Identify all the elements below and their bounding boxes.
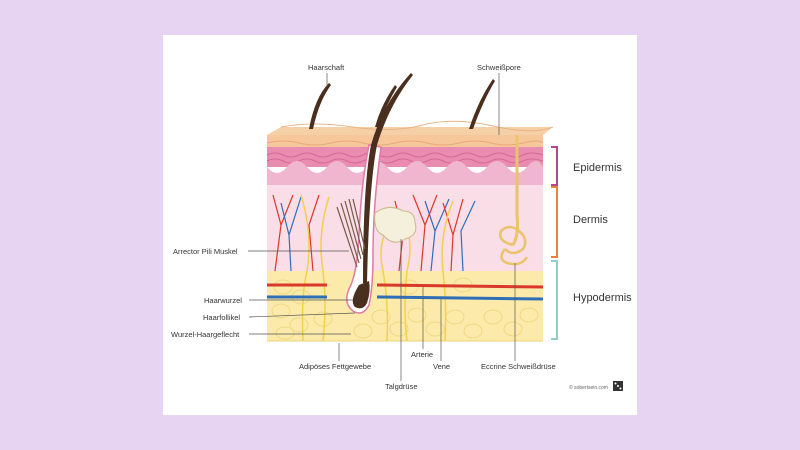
artery-right xyxy=(376,283,544,289)
label-sebaceous: Talgdrüse xyxy=(385,382,418,391)
vein-right xyxy=(376,295,544,301)
label-vein: Vene xyxy=(433,362,450,371)
dermis-bracket xyxy=(551,186,558,258)
nerves xyxy=(300,194,454,342)
hair-shaft-mid xyxy=(375,85,397,127)
surface-ridge xyxy=(280,120,554,132)
hair-shaft-right xyxy=(469,79,495,129)
epidermis-wave-1 xyxy=(266,140,544,146)
arrector-pili-muscle xyxy=(336,198,366,268)
epidermis-label: Epidermis xyxy=(573,162,622,174)
hair-shaft-left xyxy=(309,83,331,129)
hypodermis-bracket xyxy=(551,260,558,340)
label-sweat-pore: Schweißpore xyxy=(477,63,521,72)
credit-logo-dots xyxy=(614,382,622,390)
diagram-card: Epidermis Dermis Hypodermis Haarschaft S… xyxy=(163,35,637,415)
label-eccrine: Eccrine Schweißdrüse xyxy=(481,362,556,371)
eccrine-sweat-gland xyxy=(499,225,529,266)
label-root-plexus: Wurzel-Haargeflecht xyxy=(171,330,240,339)
dermal-papillae xyxy=(267,161,543,185)
label-hair-follicle: Haarfollikel xyxy=(203,313,240,322)
label-artery: Arterie xyxy=(411,350,433,359)
hair-shaft-main xyxy=(363,73,413,283)
skin-diagram: Epidermis Dermis Hypodermis Haarschaft S… xyxy=(171,63,632,391)
label-hair-root: Haarwurzel xyxy=(204,296,242,305)
epidermis-wave-2 xyxy=(266,152,544,158)
sebaceous-gland xyxy=(374,207,417,243)
epidermis-bracket xyxy=(551,146,558,186)
leader-hair-follicle xyxy=(248,312,356,318)
dermis-label: Dermis xyxy=(573,214,608,226)
hair-root xyxy=(352,281,370,309)
skin-surface xyxy=(267,127,553,135)
fat-cells xyxy=(271,277,539,340)
label-adipose: Adipöses Fettgewebe xyxy=(299,362,371,371)
label-hair-shaft: Haarschaft xyxy=(308,63,345,72)
credit-text: © sobertsein.com xyxy=(569,384,608,391)
hypodermis-label: Hypodermis xyxy=(573,292,632,304)
label-arrector: Arrector Pili Muskel xyxy=(173,247,238,256)
epidermis-wave-3 xyxy=(266,158,544,164)
